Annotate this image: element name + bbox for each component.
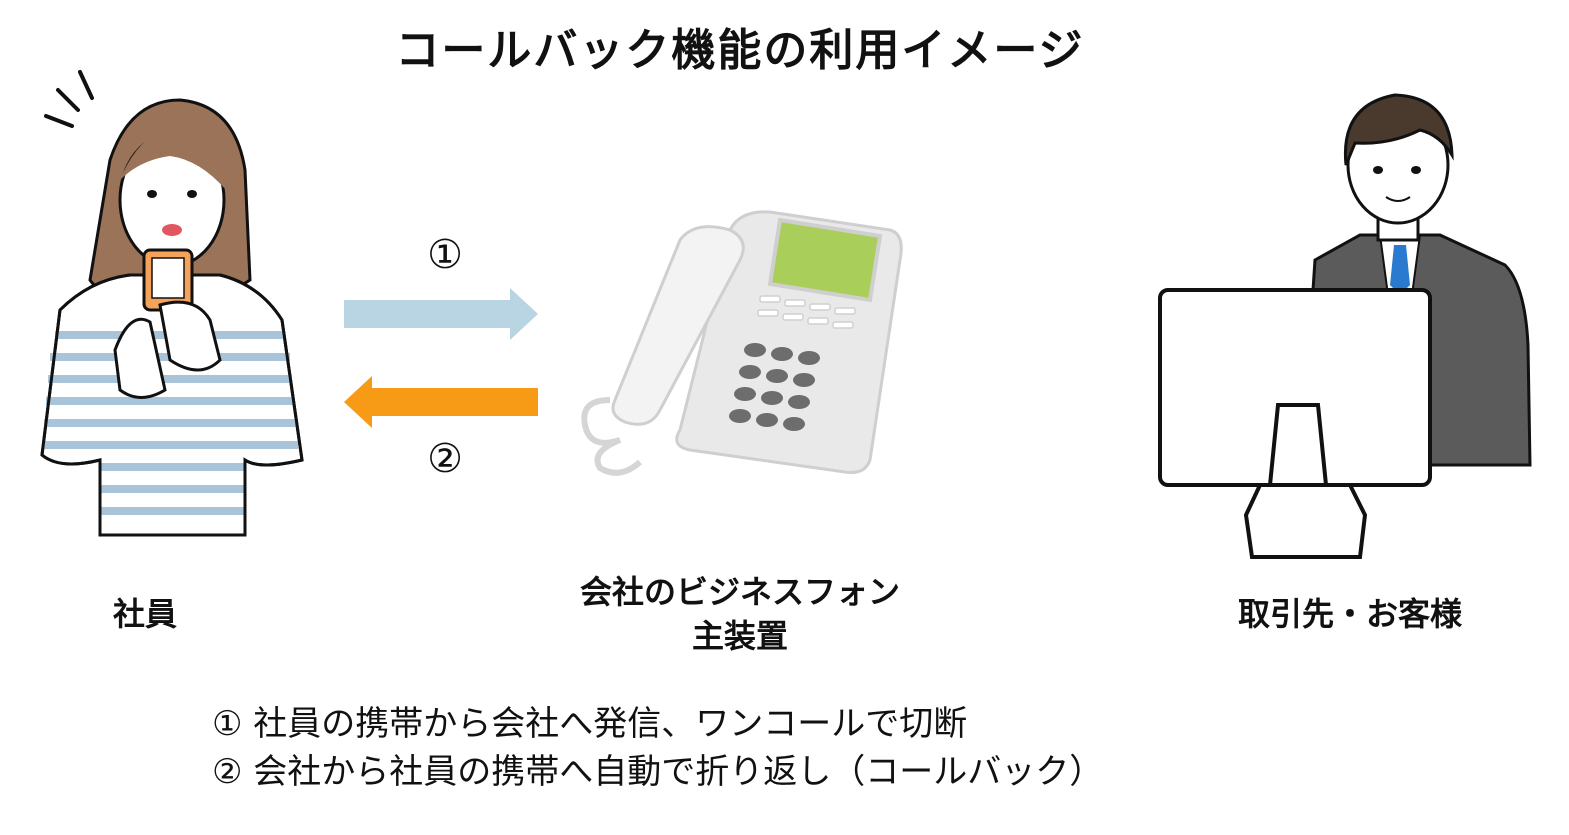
employee-label: 社員 — [60, 592, 230, 636]
employee-illustration — [20, 60, 310, 540]
pbx-label-line1: 会社のビジネスフォン — [540, 570, 940, 614]
step2-marker: ② — [405, 436, 485, 482]
note-step2: ② 会社から社員の携帯へ自動で折り返し（コールバック） — [212, 748, 1103, 796]
step1-marker: ① — [405, 232, 485, 278]
client-label: 取引先・お客様 — [1200, 592, 1500, 636]
phone-screen — [770, 220, 880, 300]
note-step1: ① 社員の携帯から会社へ発信、ワンコールで切断 — [212, 700, 1103, 748]
client-illustration — [1150, 85, 1540, 565]
business-phone-illustration — [570, 200, 910, 480]
pbx-label-line2: 主装置 — [540, 614, 940, 658]
arrow-to-company — [340, 284, 545, 344]
notes: ① 社員の携帯から会社へ発信、ワンコールで切断 ② 会社から社員の携帯へ自動で折… — [212, 700, 1103, 796]
ringing-lines — [46, 72, 92, 126]
arrow-to-employee — [340, 372, 545, 432]
